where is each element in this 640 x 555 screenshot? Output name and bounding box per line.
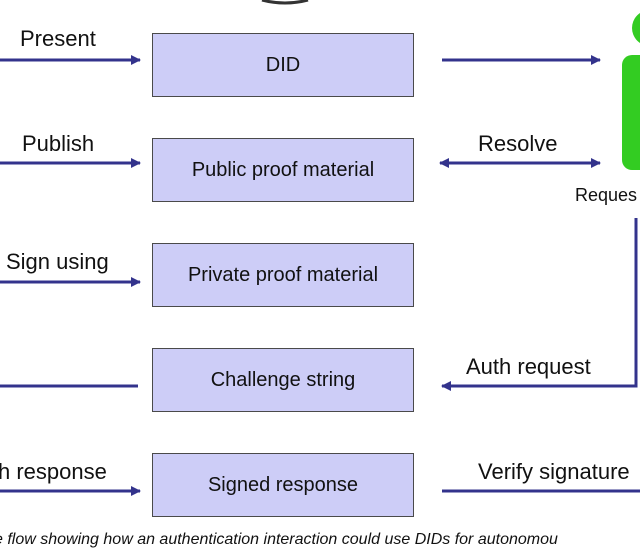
top-partial-shape: [261, 0, 309, 5]
challenge-box: Challenge string: [152, 348, 414, 412]
signed-response-label: Signed response: [207, 473, 359, 496]
response-label: h response: [0, 459, 107, 484]
did-box: DID: [152, 33, 414, 97]
person-icon: [622, 13, 640, 170]
private-proof-label: Private proof material: [187, 263, 379, 286]
resolve-label: Resolve: [478, 131, 558, 156]
figure-caption: e flow showing how an authentication int…: [0, 531, 558, 548]
private-proof-box: Private proof material: [152, 243, 414, 307]
public-proof-box: Public proof material: [152, 138, 414, 202]
arrow-auth-request: [441, 218, 638, 391]
did-box-label: DID: [265, 53, 301, 76]
auth-request-label: Auth request: [466, 354, 591, 379]
signed-response-box: Signed response: [152, 453, 414, 517]
publish-label: Publish: [22, 131, 95, 156]
verify-signature-label: Verify signature: [478, 459, 630, 484]
sign-using-label: Sign using: [6, 249, 109, 274]
requester-label: Reques: [575, 185, 638, 205]
challenge-label: Challenge string: [210, 368, 356, 391]
public-proof-label: Public proof material: [191, 158, 375, 181]
present-label: Present: [20, 26, 96, 51]
